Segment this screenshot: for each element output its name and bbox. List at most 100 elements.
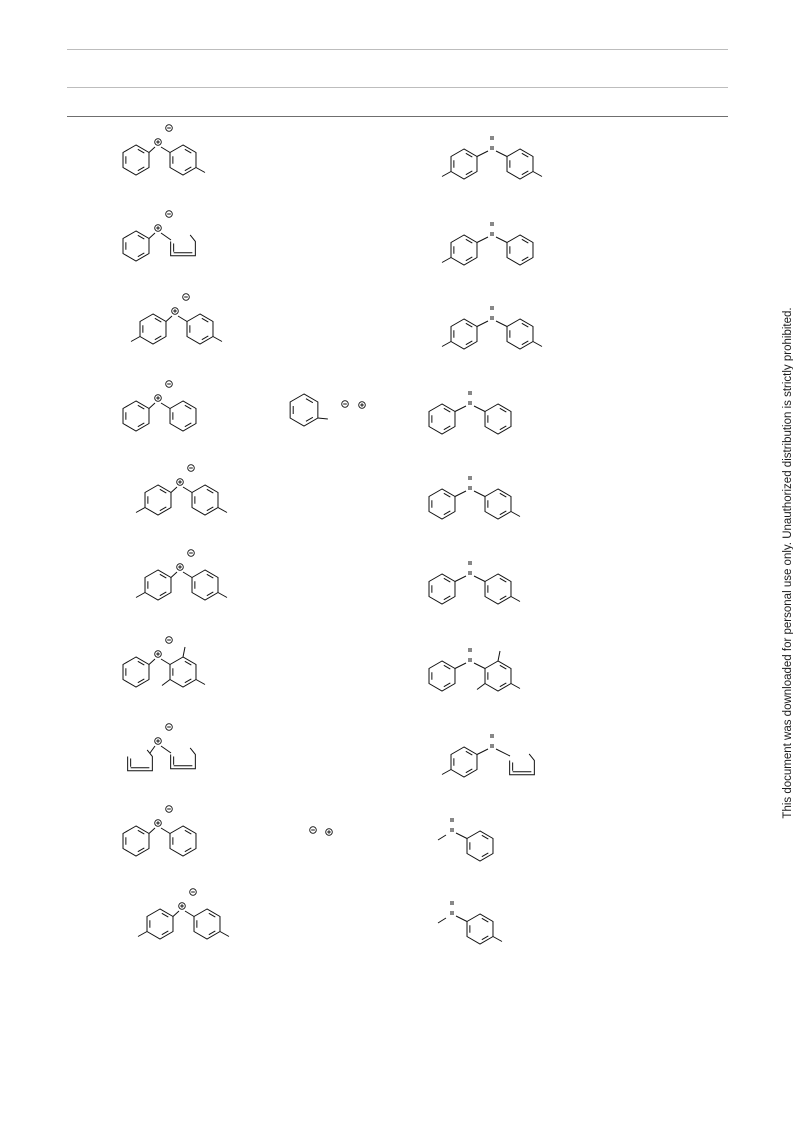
aromatic-bond xyxy=(443,492,451,498)
row-4-product-right-ring xyxy=(484,403,512,435)
row-4-iodonium-left-ring xyxy=(122,400,150,432)
table-header-rule xyxy=(67,87,728,88)
aromatic-bond xyxy=(521,170,529,176)
row-1-product-left-ring xyxy=(450,148,478,180)
row-8-iodonium-right-thienyl xyxy=(170,747,196,770)
aromatic-bond xyxy=(443,664,451,670)
aromatic-bond xyxy=(184,829,192,835)
aromatic-bond xyxy=(184,678,192,684)
aromatic-bond xyxy=(481,917,489,923)
row-9-iodonium-left-ring xyxy=(122,825,150,857)
row-8-product-left-methyl xyxy=(441,769,452,775)
row-1-product-bond-left xyxy=(476,150,489,157)
row-9-iodonium-bond-left xyxy=(148,827,156,834)
aromatic-bond xyxy=(184,660,192,666)
table-top-rule xyxy=(67,49,728,50)
row-1-product-right-methyl xyxy=(532,171,543,177)
aromatic-bond xyxy=(159,573,167,579)
table-body-rule xyxy=(67,116,728,117)
aromatic-bond xyxy=(499,577,507,583)
aromatic-bond xyxy=(499,492,507,498)
row-4-product-bond-left xyxy=(454,405,467,412)
row-3-iodonium-right-methyl xyxy=(212,336,223,342)
row-5-product-right-ring xyxy=(484,488,512,520)
row-6-iodonium-left-methyl xyxy=(135,592,146,598)
row-4-product-left-ring xyxy=(428,403,456,435)
row-3-iodonium-bond-right xyxy=(177,315,188,322)
aromatic-bond xyxy=(465,152,473,158)
row-7-product-bond-left xyxy=(454,662,467,669)
row-5-product-bond-right xyxy=(473,490,486,497)
row-3-product-right-ring xyxy=(506,318,534,350)
row-10-product-right-ring xyxy=(466,913,494,945)
aromatic-bond xyxy=(443,595,451,601)
aromatic-bond xyxy=(305,416,314,422)
row-7-product-left-ring xyxy=(428,660,456,692)
row-6-product-bond-right xyxy=(473,575,486,582)
row-10-iodonium-right-ring xyxy=(193,908,221,940)
aromatic-bond xyxy=(443,425,451,431)
aromatic-bond xyxy=(137,847,145,853)
row-4-toluene-methyl xyxy=(317,417,328,420)
row-10-product-bond-right xyxy=(455,915,468,922)
row-7-iodonium-mes-methyl-right xyxy=(195,679,206,685)
row-7-product-mes-methyl-right xyxy=(510,683,521,689)
aromatic-bond xyxy=(499,425,507,431)
row-2-iodonium-right-thienyl xyxy=(170,234,196,257)
aromatic-bond xyxy=(443,510,451,516)
row-9-iodonium-bond-right xyxy=(160,827,171,834)
aromatic-bond xyxy=(481,852,489,858)
row-8-product-bond-left xyxy=(476,748,489,755)
row-6-iodonium-right-methyl xyxy=(217,592,228,598)
row-4-iodonium-bond-left xyxy=(148,402,156,409)
row-6-iodonium-bond-right xyxy=(182,571,193,578)
aromatic-bond xyxy=(521,340,529,346)
aromatic-bond xyxy=(499,595,507,601)
row-6-product-right-methyl xyxy=(510,596,521,602)
row-7-product-mes-methyl-left xyxy=(476,683,486,690)
row-6-product-right-ring xyxy=(484,573,512,605)
aromatic-bond xyxy=(465,322,473,328)
aromatic-bond xyxy=(499,682,507,688)
aromatic-bond xyxy=(201,335,209,341)
row-2-product-left-ring xyxy=(450,234,478,266)
row-10-iodonium-bond-right xyxy=(184,910,195,917)
aromatic-bond xyxy=(161,912,169,918)
aromatic-bond xyxy=(443,682,451,688)
aromatic-bond xyxy=(206,506,214,512)
row-7-product-bond-right xyxy=(473,662,486,669)
row-1-product-bond-right xyxy=(495,150,508,157)
row-10-iodonium-left-methyl xyxy=(137,931,148,937)
aromatic-bond xyxy=(521,322,529,328)
aromatic-bond xyxy=(159,591,167,597)
row-10-product-left-methyl-group xyxy=(437,917,447,924)
aromatic-bond xyxy=(137,234,145,240)
aromatic-bond xyxy=(465,238,473,244)
row-1-product-right-ring xyxy=(506,148,534,180)
aromatic-bond xyxy=(154,335,162,341)
row-7-product-right-ring xyxy=(484,660,512,692)
row-7-product-mes-methyl-top xyxy=(497,650,501,662)
row-10-iodonium-right-methyl xyxy=(219,931,230,937)
row-6-product-bond-left xyxy=(454,575,467,582)
row-4-product-bond-right xyxy=(473,405,486,412)
row-9-iodonium-right-ring xyxy=(169,825,197,857)
aromatic-bond xyxy=(208,930,216,936)
row-6-iodonium-right-ring xyxy=(191,569,219,601)
row-1-iodonium-bond-right xyxy=(160,146,171,153)
row-10-product-right-methyl xyxy=(492,936,503,942)
row-5-iodonium-left-ring xyxy=(144,484,172,516)
aromatic-bond xyxy=(137,660,145,666)
row-8-product-bond-right xyxy=(495,748,511,757)
row-1-iodonium-bond-left xyxy=(148,146,156,153)
aromatic-bond xyxy=(499,407,507,413)
row-3-product-left-methyl xyxy=(441,341,452,347)
row-3-product-bond-left xyxy=(476,320,489,327)
row-2-product-left-methyl xyxy=(441,257,452,263)
row-7-iodonium-mes-methyl-top xyxy=(182,646,186,658)
row-5-product-bond-left xyxy=(454,490,467,497)
row-6-product-left-ring xyxy=(428,573,456,605)
row-10-iodonium-left-ring xyxy=(146,908,174,940)
aromatic-bond xyxy=(481,834,489,840)
